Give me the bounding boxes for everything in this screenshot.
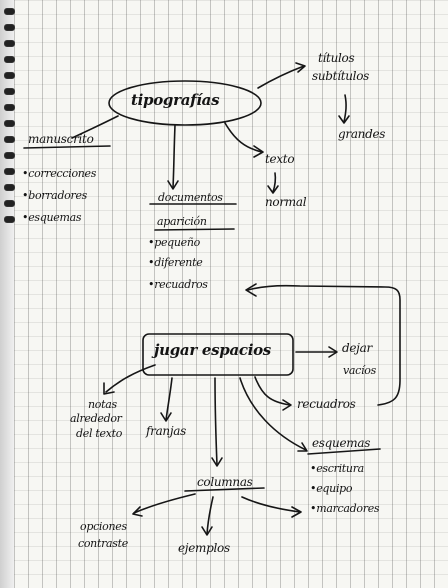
grandes-label: grandes bbox=[338, 127, 386, 141]
arrow-to-titulos bbox=[257, 65, 305, 89]
loop-recuadros bbox=[247, 284, 401, 406]
arrowhead bbox=[267, 185, 279, 194]
binding-ring bbox=[4, 104, 15, 111]
binding-ring bbox=[4, 216, 15, 223]
dejar-label: dejar bbox=[342, 341, 372, 355]
arrow-to-ejemplos bbox=[206, 496, 214, 535]
titulos-label: títulos bbox=[318, 51, 355, 65]
arrowhead bbox=[167, 180, 179, 190]
arrow-to-notas bbox=[105, 364, 156, 393]
columnas-label: columnas bbox=[197, 475, 253, 489]
manuscrito-label: manuscrito bbox=[28, 132, 94, 146]
contraste-label: contraste bbox=[78, 537, 128, 550]
opciones-label: opciones bbox=[80, 520, 127, 533]
arrow-to-normal bbox=[272, 172, 277, 193]
ejemplos-label: ejemplos bbox=[178, 541, 230, 555]
arrow-to-esquemas bbox=[239, 377, 307, 451]
binding-ring bbox=[4, 168, 15, 175]
arrowhead bbox=[328, 346, 338, 358]
arrowhead bbox=[291, 506, 302, 518]
manuscrito-item: borradores bbox=[22, 189, 87, 202]
arrowhead bbox=[338, 115, 350, 124]
binding-ring bbox=[4, 72, 15, 79]
binding-ring bbox=[4, 136, 15, 143]
documentos-item: pequeño bbox=[148, 236, 200, 249]
binding-ring bbox=[4, 152, 15, 159]
binding-ring bbox=[4, 24, 15, 31]
binding-ring bbox=[4, 184, 15, 191]
esquemas-label: esquemas bbox=[312, 436, 371, 450]
esquemas-item: escritura bbox=[310, 462, 364, 475]
documentos-item: diferente bbox=[148, 256, 203, 269]
binding-ring bbox=[4, 40, 15, 47]
documentos-label: documentos bbox=[158, 191, 223, 204]
normal-label: normal bbox=[265, 195, 307, 209]
alrededor-label: alrededor bbox=[70, 412, 122, 425]
franjas-label: franjas bbox=[146, 424, 186, 438]
jugar-espacios-label: jugar espacios bbox=[154, 341, 271, 359]
tipografia-label: tipografías bbox=[131, 91, 220, 109]
arrow-to-recuadros bbox=[254, 376, 291, 406]
arrowhead bbox=[211, 457, 223, 467]
notas-label: notas bbox=[88, 398, 117, 411]
aparicion-label: aparición bbox=[157, 215, 207, 228]
arrowhead bbox=[282, 399, 292, 411]
texto-label: texto bbox=[265, 152, 295, 166]
recuadros-label: recuadros bbox=[297, 397, 356, 411]
binding-ring bbox=[4, 8, 15, 15]
esquemas-underline bbox=[307, 448, 381, 455]
binding-ring bbox=[4, 88, 15, 95]
tipografia-ellipse bbox=[108, 80, 262, 126]
binding-ring bbox=[4, 120, 15, 127]
arrow-to-columnas bbox=[214, 377, 218, 466]
esquemas-item: equipo bbox=[310, 482, 352, 495]
arrowhead bbox=[253, 145, 264, 158]
manuscrito-underline bbox=[23, 145, 111, 149]
aparicion-underline bbox=[154, 228, 235, 231]
arrowhead bbox=[297, 442, 308, 452]
arrow-to-opciones bbox=[133, 493, 196, 514]
manuscrito-item: esquemas bbox=[22, 211, 81, 224]
arrowhead bbox=[201, 526, 213, 536]
binding-ring bbox=[4, 200, 15, 207]
line-to-documentos bbox=[172, 124, 176, 189]
arrowhead bbox=[160, 412, 172, 422]
arrow-to-texto bbox=[224, 122, 263, 153]
arrow-right-columnas bbox=[241, 496, 301, 513]
vacios-label: vacíos bbox=[343, 364, 376, 377]
del-texto-label: del texto bbox=[76, 427, 123, 440]
subtitulos-label: subtítulos bbox=[312, 69, 370, 83]
spiral-binding bbox=[0, 0, 15, 588]
arrow-to-grandes bbox=[343, 94, 347, 123]
arrow-to-franjas bbox=[165, 377, 173, 421]
jugar-espacios-box bbox=[142, 333, 294, 376]
arrowhead bbox=[132, 506, 143, 517]
arrowhead bbox=[295, 62, 306, 73]
manuscrito-item: correcciones bbox=[22, 167, 96, 180]
line-to-manuscrito bbox=[71, 115, 119, 139]
documentos-item: recuadros bbox=[148, 278, 208, 291]
arrowhead bbox=[245, 283, 257, 297]
columnas-underline bbox=[184, 487, 265, 492]
esquemas-item: marcadores bbox=[310, 502, 379, 515]
arrowhead bbox=[103, 382, 115, 395]
binding-ring bbox=[4, 56, 15, 63]
